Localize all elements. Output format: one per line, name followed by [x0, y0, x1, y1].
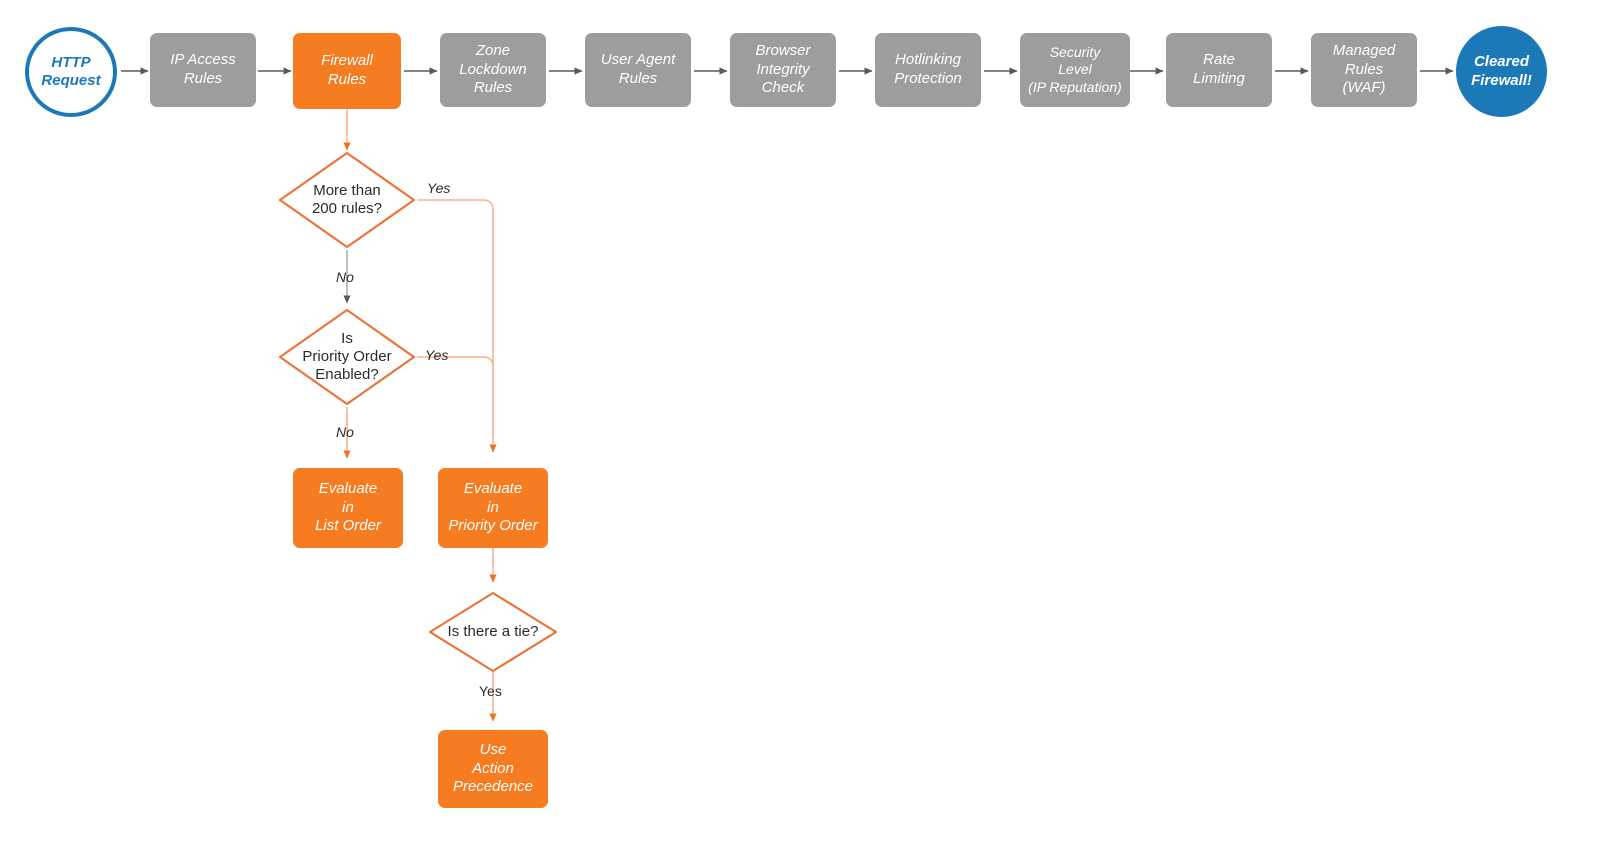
node-firewall-rules[interactable]: Firewall Rules: [293, 33, 401, 109]
node-ip-access-rules[interactable]: IP Access Rules: [150, 33, 256, 107]
node-evaluate-in-list-order-label: Evaluate in List Order: [315, 480, 381, 535]
decision-is-there-a-tie-label: Is there a tie?: [447, 622, 539, 640]
decision-more-than-200-rules[interactable]: More than 200 rules?: [277, 150, 417, 250]
node-managed-rules-waf[interactable]: Managed Rules (WAF): [1311, 33, 1417, 107]
decision-more-than-200-rules-label: More than 200 rules?: [311, 181, 383, 217]
node-http-request-label: HTTP Request: [41, 53, 101, 89]
node-zone-lockdown-rules-label: Zone Lockdown Rules: [459, 42, 527, 97]
node-ip-access-rules-label: IP Access Rules: [170, 51, 236, 87]
node-rate-limiting[interactable]: Rate Limiting: [1166, 33, 1272, 107]
decision-is-there-a-tie-shape: [428, 591, 558, 673]
node-use-action-precedence-label: Use Action Precedence: [452, 741, 534, 796]
edge-label-more-than-200-yes: Yes: [427, 180, 451, 196]
node-evaluate-in-priority-order[interactable]: Evaluate in Priority Order: [438, 468, 548, 548]
node-managed-rules-waf-label: Managed Rules (WAF): [1332, 42, 1396, 97]
node-firewall-rules-label: Firewall Rules: [321, 52, 373, 88]
node-zone-lockdown-rules[interactable]: Zone Lockdown Rules: [440, 33, 546, 107]
decision-more-than-200-rules-shape: [278, 151, 416, 249]
node-browser-integrity-check[interactable]: Browser Integrity Check: [730, 33, 836, 107]
node-use-action-precedence[interactable]: Use Action Precedence: [438, 730, 548, 808]
edge-more-than-200-yes: [417, 199, 497, 453]
node-security-level-label: Security Level (IP Reputation): [1028, 43, 1122, 95]
node-hotlinking-protection-label: Hotlinking Protection: [894, 51, 962, 87]
decision-priority-order-enabled-shape: [278, 308, 416, 406]
node-cleared-firewall[interactable]: Cleared Firewall!: [1456, 26, 1547, 117]
node-hotlinking-protection[interactable]: Hotlinking Protection: [875, 33, 981, 107]
node-rate-limiting-label: Rate Limiting: [1193, 51, 1245, 87]
node-browser-integrity-check-label: Browser Integrity Check: [755, 42, 811, 97]
node-http-request[interactable]: HTTP Request: [25, 27, 117, 117]
node-user-agent-rules-label: User Agent Rules: [600, 51, 676, 87]
node-evaluate-in-priority-order-label: Evaluate in Priority Order: [448, 480, 538, 535]
decision-is-there-a-tie[interactable]: Is there a tie?: [427, 590, 559, 674]
decision-priority-order-enabled-label: Is Priority Order Enabled?: [302, 329, 392, 384]
edge-label-more-than-200-no: No: [336, 269, 354, 285]
edge-label-priority-order-yes: Yes: [425, 347, 449, 363]
node-cleared-firewall-label: Cleared Firewall!: [1471, 53, 1532, 89]
decision-priority-order-enabled[interactable]: Is Priority Order Enabled?: [277, 307, 417, 407]
edge-label-tie-yes: Yes: [479, 683, 502, 699]
node-security-level[interactable]: Security Level (IP Reputation): [1020, 33, 1130, 107]
node-user-agent-rules[interactable]: User Agent Rules: [585, 33, 691, 107]
node-evaluate-in-list-order[interactable]: Evaluate in List Order: [293, 468, 403, 548]
edge-label-priority-order-no: No: [336, 424, 354, 440]
